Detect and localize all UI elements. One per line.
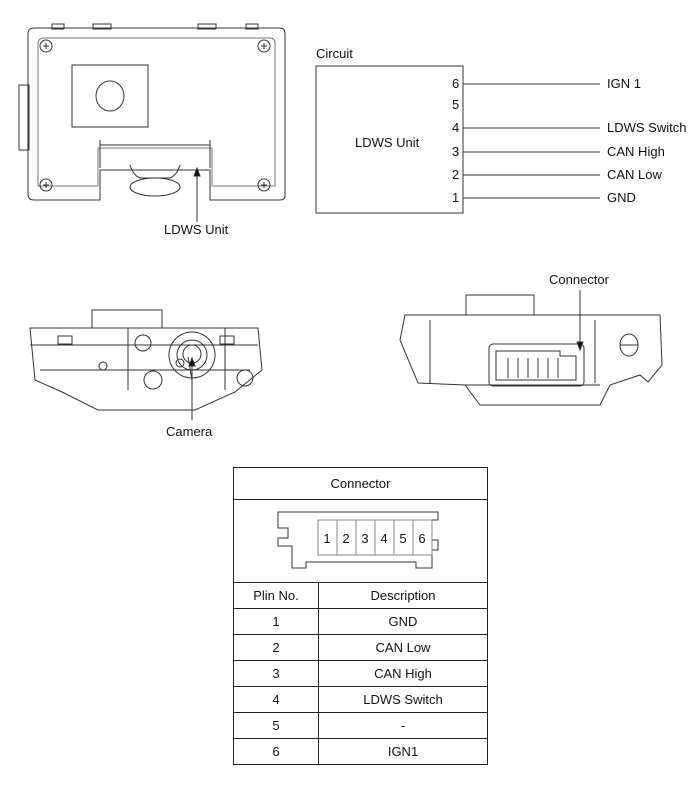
connector-pin-cell <box>412 519 432 555</box>
circuit-signal-label: CAN High <box>607 144 665 159</box>
rear-view-drawing <box>399 290 663 406</box>
pin-no-cell: 3 <box>233 660 319 687</box>
connector-pin-number: 4 <box>380 531 387 546</box>
circuit-pin-number: 4 <box>452 120 460 135</box>
camera-callout: Camera <box>166 424 213 439</box>
description-cell: LDWS Switch <box>318 686 488 713</box>
pin-no-cell: 4 <box>233 686 319 713</box>
connector-pin-number: 1 <box>323 531 330 546</box>
header-description: Description <box>318 582 488 609</box>
circuit-signal-label: GND <box>607 190 636 205</box>
connector-callout: Connector <box>549 272 609 287</box>
top-view-drawing <box>18 23 286 222</box>
circuit-signal-label: IGN 1 <box>607 76 641 91</box>
pin-no-cell: 2 <box>233 634 319 661</box>
connector-pin-number: 2 <box>342 531 349 546</box>
circuit-pin-number: 5 <box>452 97 460 112</box>
connector-pin-number: 6 <box>418 531 425 546</box>
front-view-drawing <box>29 309 263 420</box>
pin-no-cell: 1 <box>233 608 319 635</box>
circuit-signal-label: LDWS Switch <box>607 120 687 135</box>
circuit-diagram <box>315 65 600 214</box>
description-cell: - <box>318 712 488 739</box>
description-cell: CAN Low <box>318 634 488 661</box>
description-cell: GND <box>318 608 488 635</box>
connector-pin-number: 3 <box>361 531 368 546</box>
description-cell: IGN1 <box>318 738 488 765</box>
circuit-unit-label: LDWS Unit <box>355 135 420 150</box>
circuit-pin-number: 2 <box>452 167 460 182</box>
pin-no-cell: 5 <box>233 712 319 739</box>
pin-no-cell: 6 <box>233 738 319 765</box>
description-cell: CAN High <box>318 660 488 687</box>
circuit-pin-number: 3 <box>452 144 460 159</box>
table-row: 5- <box>233 712 488 739</box>
connector-pin-number: 5 <box>399 531 406 546</box>
circuit-pin-number: 1 <box>452 190 460 205</box>
circuit-pin-number: 6 <box>452 76 460 91</box>
header-pin-no: Plin No. <box>233 582 319 609</box>
circuit-signal-label: CAN Low <box>607 167 662 182</box>
table-title: Connector <box>233 467 488 500</box>
ldws-unit-callout: LDWS Unit <box>164 222 229 237</box>
circuit-title: Circuit <box>316 46 353 61</box>
